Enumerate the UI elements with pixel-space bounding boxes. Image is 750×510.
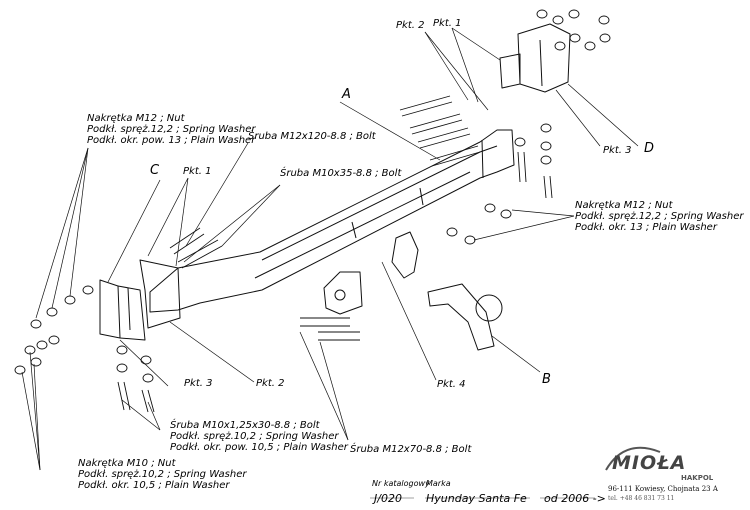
part-line: Podkł. spręż.10,2 ; Spring Washer — [170, 431, 339, 442]
part-line: Nakrętka M12 ; Nut — [87, 113, 185, 124]
part-line: Podkł. spręż.12,2 ; Spring Washer — [87, 124, 256, 135]
label-letter-c: C — [150, 163, 160, 178]
drop-plate — [391, 231, 419, 279]
footer-make-label: Marka — [426, 479, 451, 488]
label-nut-m12-right: Nakrętka M12 ; Nut Podkł. spręż.12,2 ; S… — [575, 200, 744, 233]
label-pkt3-right: Pkt. 3 — [603, 145, 632, 156]
label-nut-m12-top: Nakrętka M12 ; Nut Podkł. spręż.12,2 ; S… — [87, 113, 256, 146]
brand-sub: HAKPOL — [681, 474, 714, 482]
part-line: Podkł. spręż.10,2 ; Spring Washer — [78, 469, 247, 480]
footer-catalog-value: J/020 — [374, 492, 402, 505]
part-line: Podkł. spręż.12,2 ; Spring Washer — [575, 211, 744, 222]
label-pkt2-left: Pkt. 2 — [256, 378, 285, 389]
label-pkt2-top: Pkt. 2 — [396, 20, 425, 31]
label-pkt1-top: Pkt. 1 — [433, 18, 462, 29]
part-line: Podkł. okr. pow. 10,5 ; Plain Washer — [170, 442, 348, 453]
bracket-c — [99, 279, 121, 339]
part-line: Podkł. okr. 10,5 ; Plain Washer — [78, 480, 230, 491]
brand-phone: tel. +48 46 831 73 11 — [608, 495, 675, 502]
footer-from-value: od 2006 -> — [544, 492, 606, 505]
label-letter-a: A — [342, 87, 351, 102]
part-line: Śruba M10x1,25x30-8.8 ; Bolt — [170, 420, 320, 431]
label-bolt-m10x35: Śruba M10x35-8.8 ; Bolt — [280, 168, 402, 179]
label-pkt1-left: Pkt. 1 — [183, 166, 212, 177]
tow-ball-neck — [427, 283, 495, 351]
label-pkt4: Pkt. 4 — [437, 379, 466, 390]
footer-make-value: Hyunday Santa Fe — [426, 492, 527, 505]
label-letter-d: D — [644, 141, 655, 156]
brand-logo: MIOŁA — [612, 452, 687, 474]
part-line: Nakrętka M10 ; Nut — [78, 458, 176, 469]
label-bolt-m12x120: Śruba M12x120-8.8 ; Bolt — [248, 131, 376, 142]
part-line: Podkł. okr. 13 ; Plain Washer — [575, 222, 717, 233]
label-bolt-m12x70: Śruba M12x70-8.8 ; Bolt — [350, 444, 472, 455]
label-letter-b: B — [542, 372, 551, 387]
part-line: Podkł. okr. pow. 13 ; Plain Washer — [87, 135, 256, 146]
brand-address: 96-111 Kowiesy, Chojnata 23 A — [608, 485, 718, 493]
tow-ball — [475, 294, 503, 322]
bracket-d — [517, 23, 571, 93]
part-line: Nakrętka M12 ; Nut — [575, 200, 673, 211]
brand-swoosh — [605, 446, 661, 471]
label-bolt-m10x125: Śruba M10x1,25x30-8.8 ; Bolt Podkł. sprę… — [170, 420, 348, 453]
label-pkt3-left: Pkt. 3 — [184, 378, 213, 389]
label-nut-m10: Nakrętka M10 ; Nut Podkł. spręż.10,2 ; S… — [78, 458, 247, 491]
footer-catalog-label: Nr katalogowy — [372, 479, 430, 488]
crossbar-a — [149, 129, 515, 313]
